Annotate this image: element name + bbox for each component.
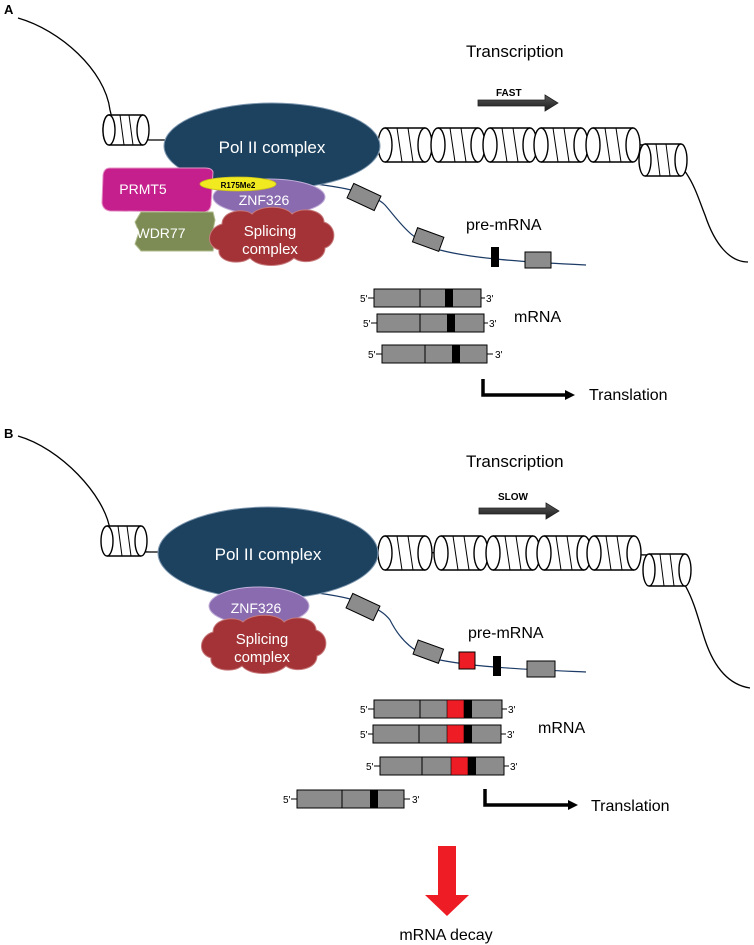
mrna-b-1: 5' 3' (360, 699, 516, 719)
three-prime-label: 3' (486, 294, 494, 305)
nucleosome-a-4 (482, 127, 538, 163)
translation-arrow-a (481, 379, 566, 397)
mrna-b-3: 5' 3' (366, 756, 518, 776)
five-prime-label: 5' (360, 705, 368, 716)
nucleosome-a-7 (638, 143, 688, 177)
three-prime-label: 3' (495, 350, 503, 361)
pol-ii-label-a: Pol II complex (219, 138, 326, 157)
mrna-a-1: 5' 3' (360, 288, 494, 308)
nucleosome-a-5 (533, 127, 589, 163)
five-prime-label: 5' (283, 795, 291, 806)
nucleosome-a-6 (585, 127, 641, 163)
speed-label-b: SLOW (498, 492, 529, 503)
pre-mrna-label-b: pre-mRNA (468, 625, 544, 642)
pre-mrna-exon-a-2 (411, 227, 445, 253)
nucleosome-b-4 (485, 535, 541, 571)
translation-label-a: Translation (589, 387, 668, 404)
panel-b-label: B (4, 426, 13, 441)
mrna-b-2: 5' 3' (360, 724, 515, 744)
pre-mrna-exon-b-1 (345, 592, 381, 622)
nucleosome-a-3 (430, 127, 486, 163)
three-prime-label: 3' (507, 730, 515, 741)
nucleosome-b-2 (377, 535, 433, 571)
znf326-label-a: ZNF326 (239, 192, 290, 208)
translation-arrowhead-b (568, 800, 578, 810)
pre-mrna-exon-b-2 (412, 639, 445, 664)
five-prime-label: 5' (368, 350, 376, 361)
prmt5-label: PRMT5 (119, 181, 167, 197)
pre-mrna-exon-a-3 (491, 247, 499, 267)
nucleosome-b-1 (100, 525, 148, 557)
five-prime-label: 5' (360, 730, 368, 741)
three-prime-label: 3' (489, 319, 497, 330)
panel-b: B (4, 426, 751, 944)
splicing-complex-b (201, 614, 327, 674)
znf326-label-b: ZNF326 (231, 600, 282, 616)
pre-mrna-exon-a-4 (524, 251, 552, 269)
translation-arrow-b (483, 789, 569, 807)
speed-arrow-a (477, 94, 559, 112)
decay-arrow (425, 846, 469, 916)
panel-a-label: A (4, 2, 14, 17)
pre-mrna-alt-exon-b (458, 651, 476, 670)
splicing-label-b-1: Splicing (236, 631, 289, 648)
transcription-label-b: Transcription (466, 452, 564, 471)
nucleosome-b-6 (586, 535, 642, 571)
five-prime-label: 5' (363, 319, 371, 330)
pre-mrna-exon-a-1 (346, 182, 382, 212)
splicing-complex-a (209, 206, 335, 266)
nucleosome-b-3 (433, 535, 489, 571)
splicing-label-a-1: Splicing (244, 223, 297, 240)
wdr77-label: WDR77 (136, 225, 185, 241)
mrna-label-a: mRNA (514, 309, 561, 326)
r175me2-label: R175Me2 (221, 181, 256, 190)
three-prime-label: 3' (510, 762, 518, 773)
translation-label-b: Translation (591, 798, 670, 815)
nucleosome-a-2 (377, 127, 433, 163)
decay-label: mRNA decay (399, 927, 492, 944)
mrna-a-2: 5' 3' (363, 313, 497, 333)
pre-mrna-label-a: pre-mRNA (466, 217, 542, 234)
panel-a: A (4, 2, 749, 404)
three-prime-label: 3' (508, 705, 516, 716)
r175me2-mark (199, 176, 277, 192)
nucleosome-b-5 (536, 535, 592, 571)
mrna-b-4: 5' 3' (283, 789, 420, 809)
transcription-label-a: Transcription (466, 42, 564, 61)
pre-mrna-strand-a (279, 179, 587, 266)
nucleosome-b-7 (642, 553, 692, 587)
mrna-a-3: 5' 3' (368, 344, 503, 364)
pol-ii-label-b: Pol II complex (215, 545, 322, 564)
speed-label-a: FAST (496, 88, 522, 99)
splicing-label-b-2: complex (234, 649, 290, 666)
five-prime-label: 5' (360, 294, 368, 305)
splicing-label-a-2: complex (242, 241, 298, 258)
translation-arrowhead-a (565, 390, 575, 400)
pre-mrna-exon-b-4 (526, 660, 556, 678)
three-prime-label: 3' (412, 795, 420, 806)
wdr77-protein (134, 211, 216, 252)
five-prime-label: 5' (366, 762, 374, 773)
speed-arrow-b (478, 502, 560, 520)
nucleosome-a-1 (102, 114, 150, 146)
mrna-label-b: mRNA (538, 720, 585, 737)
pre-mrna-exon-b-3 (493, 656, 501, 676)
